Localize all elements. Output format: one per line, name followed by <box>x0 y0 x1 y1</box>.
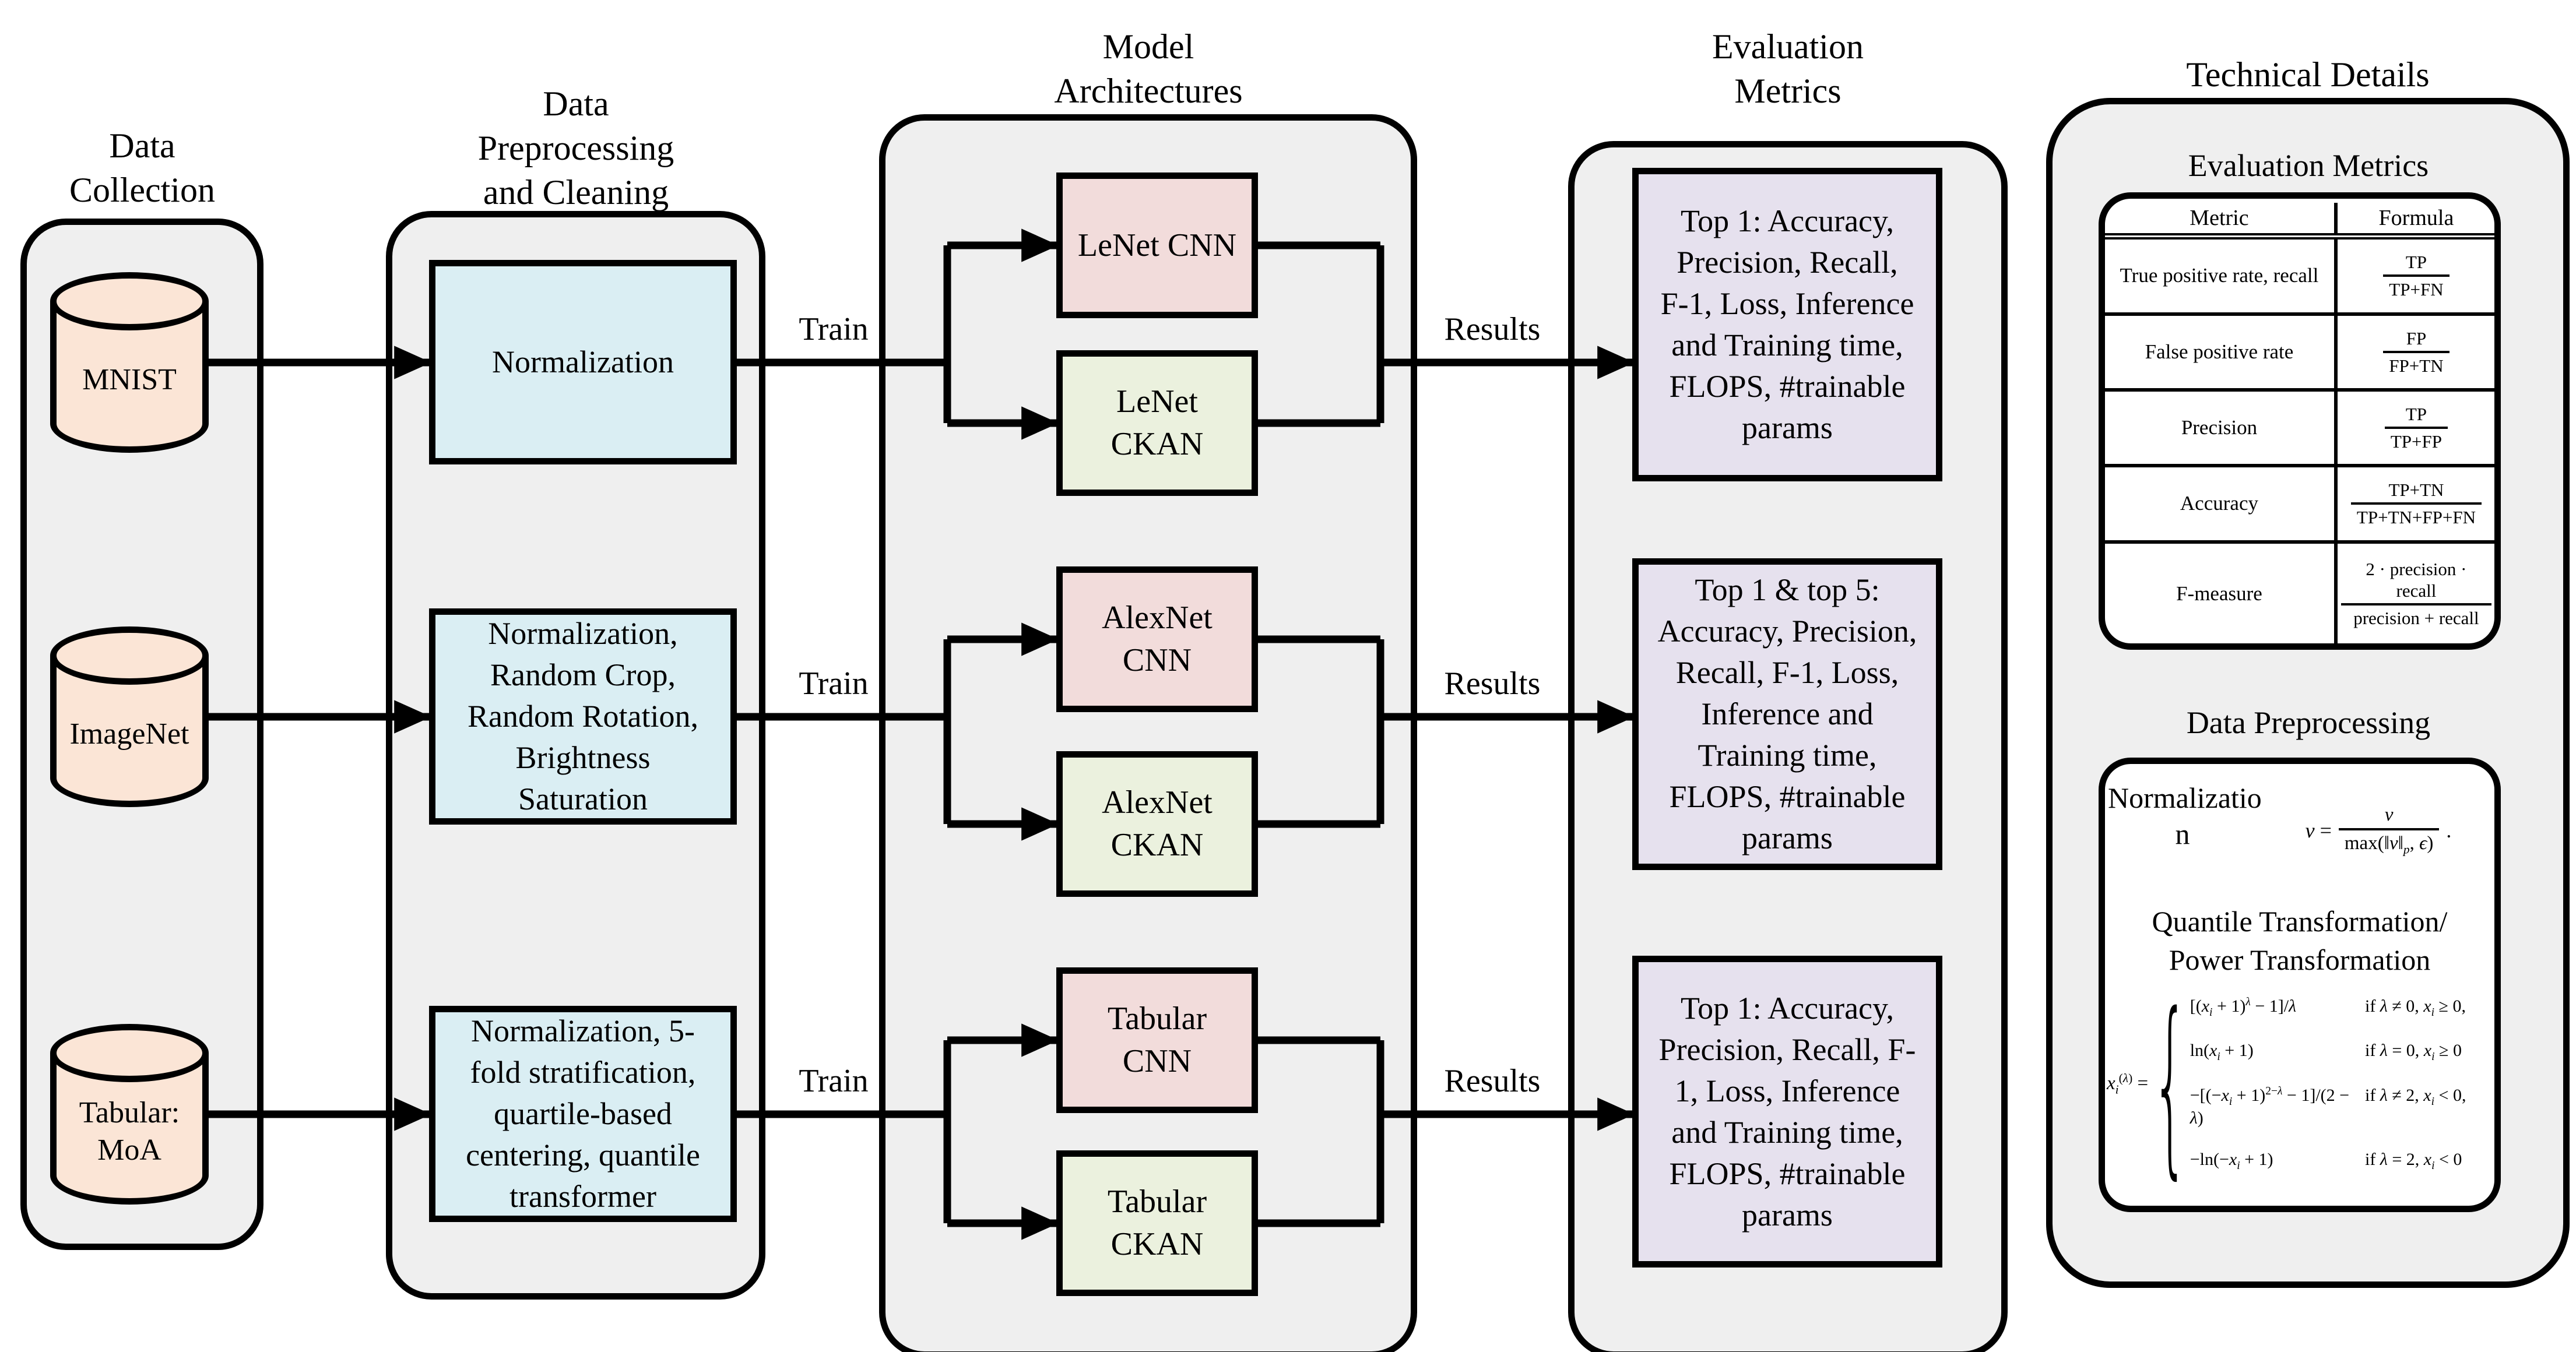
preprocess-box-tabular: Normalization, 5- fold stratification, q… <box>429 1006 737 1222</box>
train-label-2: Train <box>799 666 869 702</box>
model-box-alexnet-cnn: AlexNet CNN <box>1056 566 1258 712</box>
metric-name: False positive rate <box>2104 312 2338 390</box>
case-cond: if λ = 0, xi ≥ 0 <box>2365 1040 2462 1063</box>
case-cond: if λ = 2, xi < 0 <box>2365 1150 2462 1173</box>
td-preprocessing-title: Data Preprocessing <box>2186 705 2431 740</box>
model-box-tabular-cnn: Tabular CNN <box>1056 967 1258 1113</box>
dataset-label: ImageNet <box>69 717 189 751</box>
dataset-mnist: MNIST <box>50 272 209 453</box>
dataset-label: MNIST <box>82 363 177 396</box>
metric-name: Accuracy <box>2104 464 2338 542</box>
eval-box-1: Top 1: Accuracy, Precision, Recall, F-1,… <box>1632 168 1942 481</box>
dataset-tabular-moa: Tabular: MoA <box>50 1024 209 1205</box>
model-box-tabular-ckan: Tabular CKAN <box>1056 1150 1258 1296</box>
results-label-1: Results <box>1444 311 1541 347</box>
train-label-1: Train <box>799 311 869 347</box>
header-evaluation-metrics: Evaluation Metrics <box>1712 27 1864 110</box>
col-header-metric: Metric <box>2104 203 2338 240</box>
case-expr: [(xi + 1)λ − 1]/λ <box>2190 995 2297 1019</box>
table-header-row: Metric Formula <box>2104 203 2495 240</box>
metric-name: Precision <box>2104 388 2338 466</box>
td-metrics-title: Evaluation Metrics <box>2188 148 2429 183</box>
metric-name: True positive rate, recall <box>2104 236 2338 314</box>
cylinder-top <box>50 272 209 330</box>
cylinder-top <box>50 1024 209 1082</box>
piecewise-formula: xi(λ) = { [(xi + 1)λ − 1]/λ if λ ≠ 0, xi… <box>2107 971 2496 1196</box>
dataset-label: Tabular: MoA <box>79 1096 180 1167</box>
model-box-lenet-ckan: LeNet CKAN <box>1056 350 1258 496</box>
piecewise-lhs: xi(λ) = <box>2107 1071 2149 1097</box>
piecewise-cases: [(xi + 1)λ − 1]/λ if λ ≠ 0, xi ≥ 0, ln(x… <box>2190 991 2496 1178</box>
case-row: [(xi + 1)λ − 1]/λ if λ ≠ 0, xi ≥ 0, <box>2190 996 2496 1019</box>
norm-suffix: . <box>2446 819 2452 842</box>
case-expr: −ln(−xi + 1) <box>2190 1150 2273 1173</box>
results-label-2: Results <box>1444 666 1541 702</box>
header-data-collection: Data Collection <box>69 126 215 209</box>
case-expr: −[(−xi + 1)2−λ − 1]/(2 − λ) <box>2190 1085 2350 1128</box>
col-header-formula: Formula <box>2335 203 2495 240</box>
case-row: −[(−xi + 1)2−λ − 1]/(2 − λ) if λ ≠ 2, xi… <box>2190 1085 2496 1128</box>
brace-glyph: { <box>2152 971 2189 1197</box>
normalization-label: Normalizatio n <box>2108 781 2262 850</box>
header-technical-details: Technical Details <box>2186 55 2430 94</box>
preprocess-box-mnist: Normalization <box>429 260 737 464</box>
header-preprocessing: Data Preprocessing and Cleaning <box>477 85 674 212</box>
model-box-lenet-cnn: LeNet CNN <box>1056 172 1258 318</box>
case-cond: if λ ≠ 0, xi ≥ 0, <box>2365 996 2466 1019</box>
case-row: ln(xi + 1) if λ = 0, xi ≥ 0 <box>2190 1041 2496 1064</box>
metrics-table: Metric Formula True positive rate, recal… <box>2099 192 2501 650</box>
metric-name: F-measure <box>2104 540 2338 644</box>
norm-lhs: v = <box>2305 819 2332 842</box>
preprocess-box-imagenet: Normalization, Random Crop, Random Rotat… <box>429 608 737 825</box>
case-expr: ln(xi + 1) <box>2190 1040 2254 1063</box>
results-label-3: Results <box>1444 1063 1541 1099</box>
panel-model-architectures <box>879 114 1417 1352</box>
header-model-architectures: Model Architectures <box>1054 27 1243 110</box>
cylinder-top <box>50 626 209 685</box>
case-row: −ln(−xi + 1) if λ = 2, xi < 0 <box>2190 1150 2496 1173</box>
dataset-imagenet: ImageNet <box>50 626 209 807</box>
model-box-alexnet-ckan: AlexNet CKAN <box>1056 751 1258 897</box>
case-cond: if λ ≠ 2, xi < 0, <box>2365 1086 2466 1108</box>
eval-box-2: Top 1 & top 5: Accuracy, Precision, Reca… <box>1632 558 1942 870</box>
eval-box-3: Top 1: Accuracy, Precision, Recall, F- 1… <box>1632 956 1942 1268</box>
train-label-3: Train <box>799 1063 869 1099</box>
quantile-title: Quantile Transformation/ Power Transform… <box>2152 905 2448 976</box>
td-preprocessing-box <box>2099 758 2501 1212</box>
